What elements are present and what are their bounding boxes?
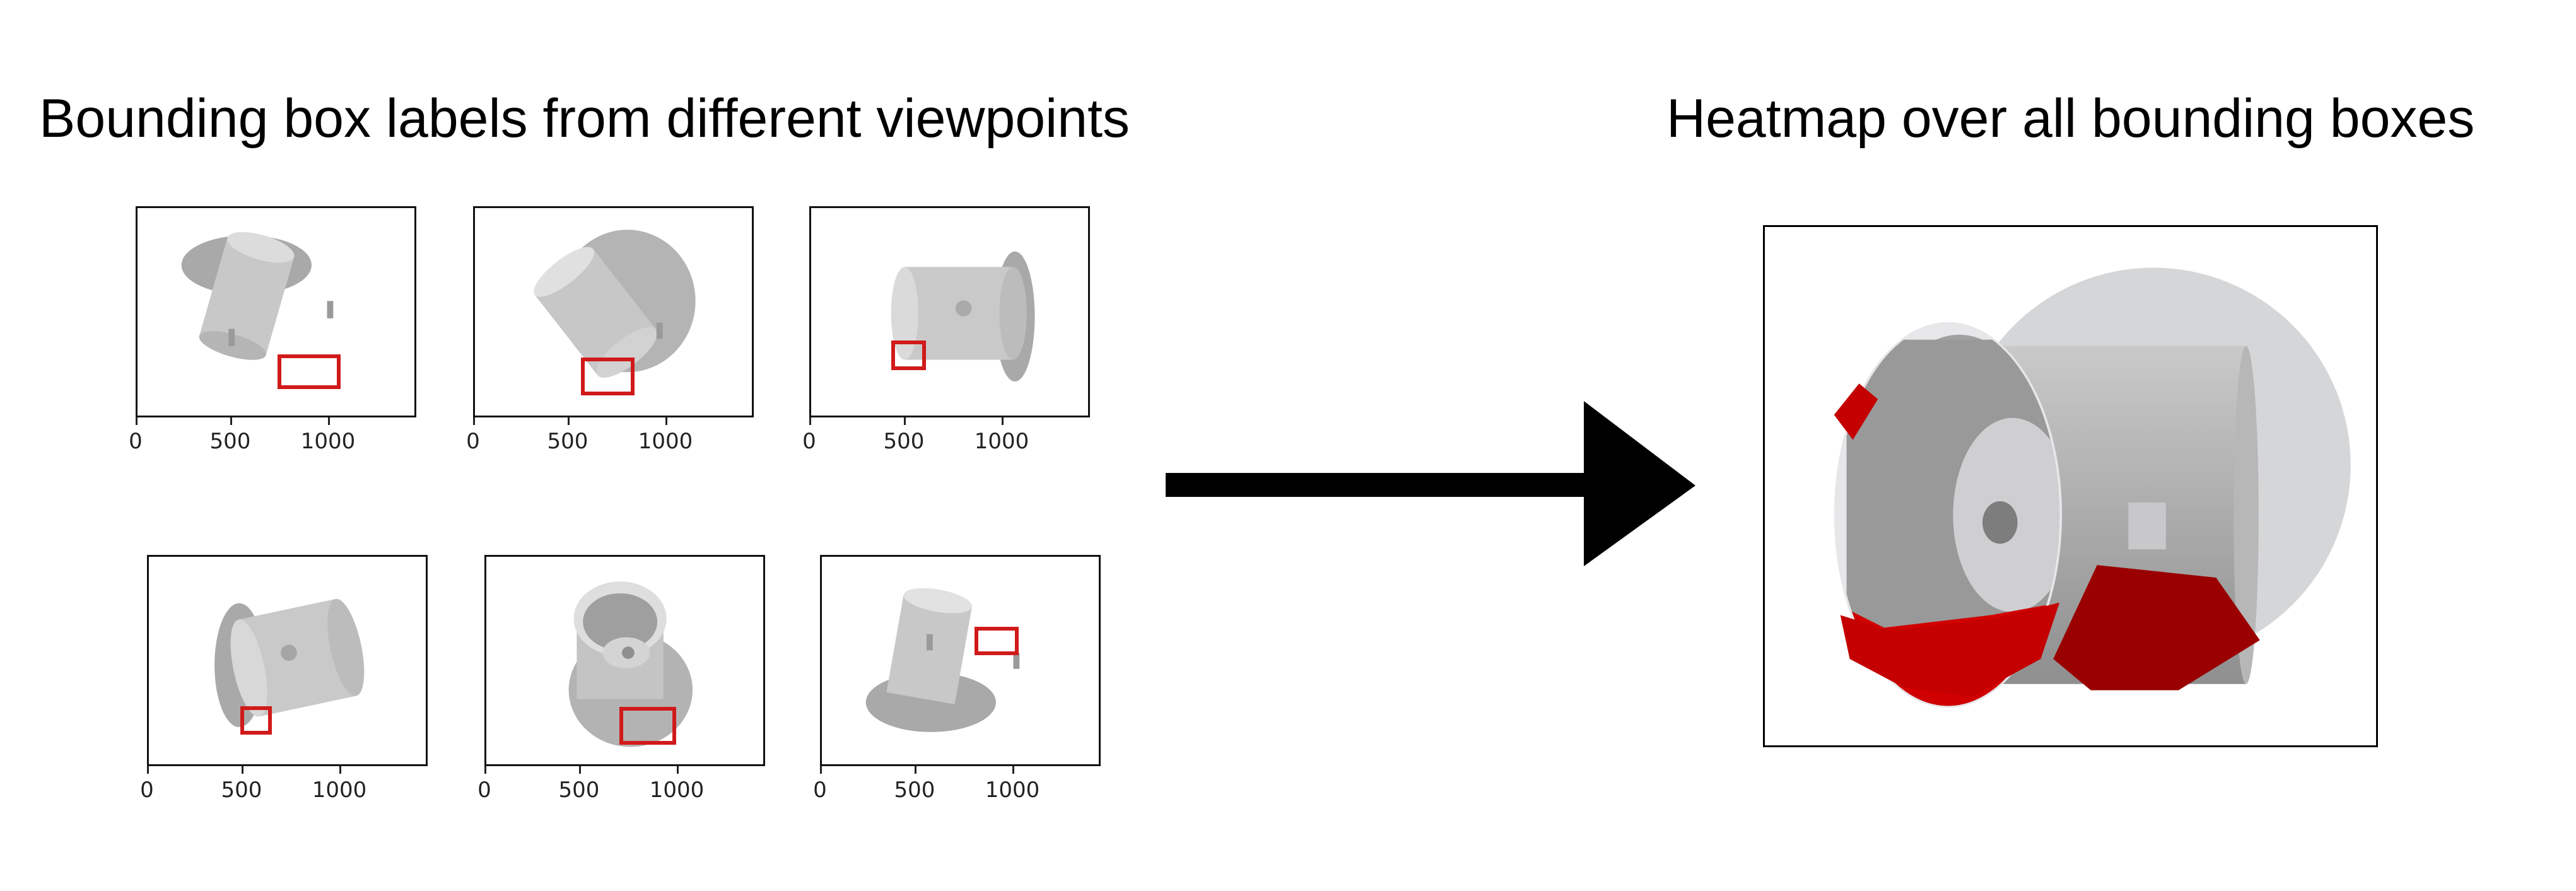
cylinder-view-5 bbox=[568, 581, 693, 747]
x-tick-label: 1000 bbox=[300, 429, 356, 454]
x-tick-label: 1000 bbox=[649, 777, 705, 803]
cylinder-view-1 bbox=[181, 232, 334, 360]
cylinder-view-4 bbox=[214, 598, 365, 728]
cylinder-view-3 bbox=[891, 251, 1035, 381]
x-tick bbox=[147, 766, 149, 774]
x-tick bbox=[339, 766, 341, 774]
bounding-box bbox=[278, 354, 341, 389]
x-tick bbox=[473, 417, 475, 425]
bounding-box bbox=[619, 707, 676, 745]
x-tick-label: 500 bbox=[221, 777, 262, 803]
x-tick bbox=[579, 766, 581, 774]
cylinder-view-2 bbox=[534, 230, 696, 378]
viewpoint-panel-3 bbox=[809, 206, 1090, 417]
x-tick-label: 0 bbox=[140, 777, 154, 803]
x-tick bbox=[809, 417, 811, 425]
viewpoint-panel-6 bbox=[820, 555, 1101, 766]
right-title: Heatmap over all bounding boxes bbox=[1666, 88, 2475, 149]
right-arrow-icon bbox=[1166, 401, 1695, 566]
x-tick-label: 500 bbox=[547, 429, 588, 454]
x-tick-label: 0 bbox=[466, 429, 480, 454]
heatmap-render bbox=[1834, 267, 2351, 708]
x-tick bbox=[568, 417, 570, 425]
x-tick-label: 500 bbox=[209, 429, 251, 454]
x-tick bbox=[136, 417, 138, 425]
x-tick-label: 1000 bbox=[985, 777, 1040, 803]
x-tick-label: 1000 bbox=[312, 777, 367, 803]
x-tick-label: 1000 bbox=[974, 429, 1029, 454]
x-tick bbox=[915, 766, 916, 774]
cylinder-view-6 bbox=[865, 588, 1020, 732]
bounding-box bbox=[240, 706, 272, 735]
x-tick bbox=[820, 766, 822, 774]
x-tick bbox=[1012, 766, 1014, 774]
x-tick bbox=[328, 417, 330, 425]
x-tick-label: 0 bbox=[813, 777, 827, 803]
heatmap-panel bbox=[1763, 225, 2378, 747]
viewpoint-panel-4 bbox=[147, 555, 428, 766]
x-tick-label: 500 bbox=[558, 777, 600, 803]
bounding-box bbox=[975, 627, 1019, 655]
x-tick-label: 500 bbox=[894, 777, 935, 803]
x-tick bbox=[484, 766, 486, 774]
x-tick-label: 0 bbox=[477, 777, 491, 803]
x-tick-label: 500 bbox=[883, 429, 925, 454]
x-tick bbox=[665, 417, 667, 425]
x-tick bbox=[242, 766, 243, 774]
x-tick bbox=[1002, 417, 1004, 425]
x-tick bbox=[904, 417, 906, 425]
bounding-box bbox=[581, 358, 635, 395]
bounding-box bbox=[891, 341, 926, 370]
x-tick-label: 0 bbox=[129, 429, 143, 454]
x-tick-label: 0 bbox=[802, 429, 816, 454]
x-tick bbox=[677, 766, 679, 774]
viewpoint-panel-2 bbox=[473, 206, 754, 417]
viewpoint-panel-5 bbox=[484, 555, 765, 766]
viewpoint-panel-1 bbox=[136, 206, 416, 417]
x-tick bbox=[230, 417, 232, 425]
left-title: Bounding box labels from different viewp… bbox=[39, 88, 1130, 149]
x-tick-label: 1000 bbox=[638, 429, 693, 454]
